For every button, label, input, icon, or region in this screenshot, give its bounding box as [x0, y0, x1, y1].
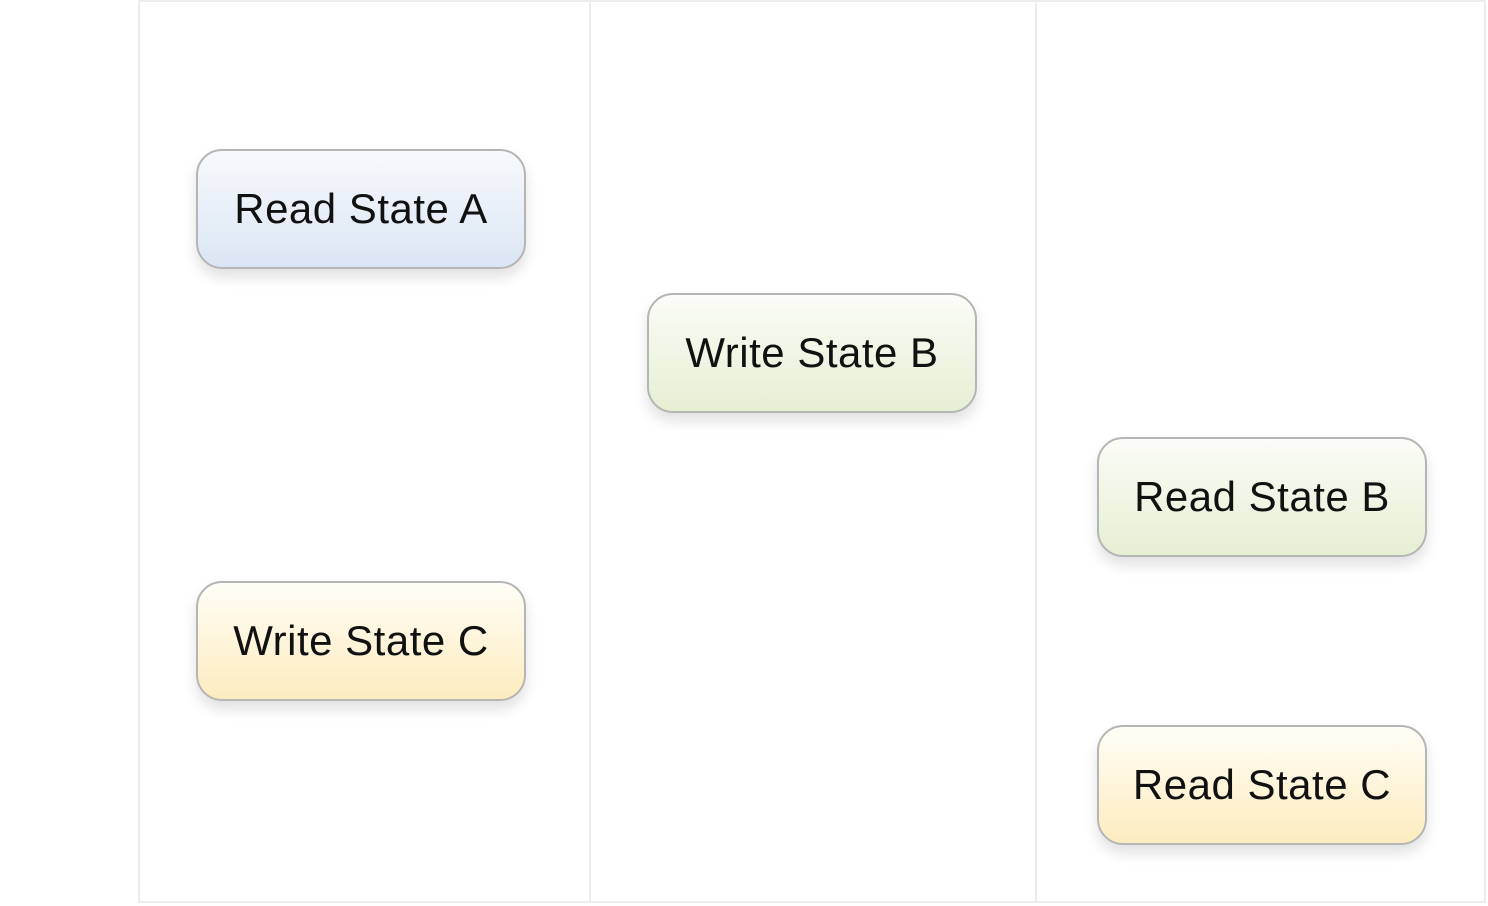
node-read-state-a[interactable]: Read State A — [196, 149, 526, 269]
lane-divider-1 — [589, 0, 591, 903]
node-label: Write State C — [233, 617, 489, 664]
node-label: Read State C — [1132, 761, 1392, 808]
node-read-state-b[interactable]: Read State B — [1097, 437, 1427, 557]
node-write-state-b[interactable]: Write State B — [647, 293, 977, 413]
swimlane-grid — [138, 0, 1486, 903]
node-label: Read State A — [234, 185, 488, 232]
node-label: Write State B — [685, 329, 939, 376]
node-write-state-c[interactable]: Write State C — [196, 581, 526, 701]
node-label: Read State B — [1134, 473, 1390, 520]
node-read-state-c[interactable]: Read State C — [1097, 725, 1427, 845]
lane-divider-2 — [1035, 0, 1037, 903]
